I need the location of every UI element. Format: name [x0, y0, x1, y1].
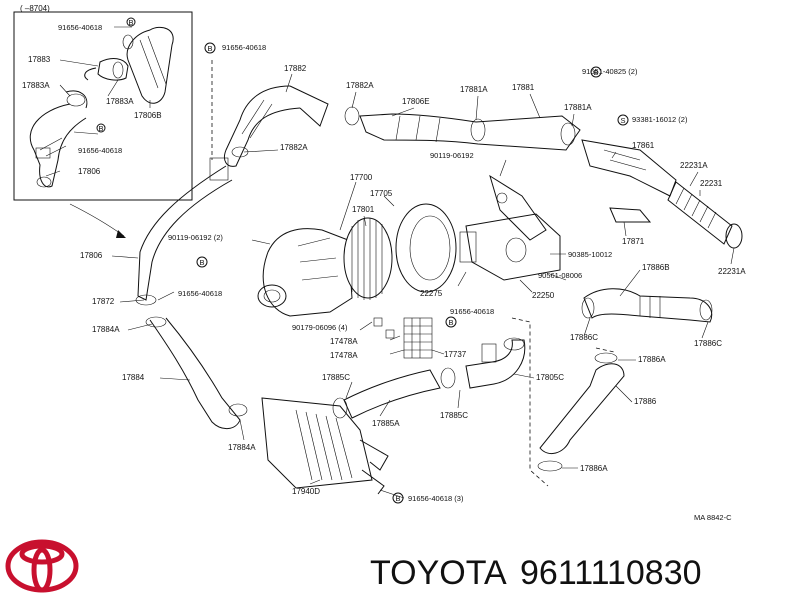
inset-label-17806: 17806 [78, 167, 101, 176]
bolt-marker: B [99, 124, 104, 133]
label-17886: 17886 [634, 397, 657, 406]
label-91656-40618-3: 91656-40618 (3) [408, 494, 464, 503]
label-17737: 17737 [444, 350, 467, 359]
inset-box: ( –8704) 91656-40618 17883 17883A 17883A… [13, 4, 193, 201]
brand-name: TOYOTA [370, 554, 507, 592]
svg-text:B: B [200, 258, 205, 267]
label-17806: 17806 [80, 251, 103, 260]
svg-text:B: B [99, 124, 104, 133]
bolt-markers: B B B B S B B B [99, 18, 629, 504]
label-17801: 17801 [352, 205, 375, 214]
label-17886B: 17886B [642, 263, 670, 272]
inset-label-17806B: 17806B [134, 111, 162, 120]
label-17886A-bottom: 17886A [580, 464, 608, 473]
label-90119-06192: 90119-06192 [430, 151, 474, 160]
label-17700: 17700 [350, 173, 373, 182]
label-17885C: 17885C [322, 373, 350, 382]
label-17884: 17884 [122, 373, 145, 382]
catalog-code: MA 8842-C [694, 513, 732, 522]
svg-text:B: B [449, 318, 454, 327]
main-drawing [135, 60, 743, 495]
svg-text:B: B [129, 18, 134, 27]
inset-heading: ( –8704) [20, 4, 50, 13]
label-91656-40618-b: 91656-40618 [178, 289, 222, 298]
label-17886C-right: 17886C [694, 339, 722, 348]
label-17881: 17881 [512, 83, 535, 92]
bolt-marker: B [129, 18, 134, 27]
label-17805C: 17805C [536, 373, 564, 382]
bolt-marker: S [617, 114, 629, 126]
svg-text:B: B [594, 68, 599, 77]
label-17940D: 17940D [292, 487, 320, 496]
leader-lines [111, 73, 735, 499]
label-17478A-b: 17478A [330, 351, 358, 360]
inset-label-17883A-a: 17883A [22, 81, 50, 90]
label-22250: 22250 [532, 291, 555, 300]
inset-label-17883A-b: 17883A [106, 97, 134, 106]
label-17882A-mid: 17882A [280, 143, 308, 152]
label-22231A-bottom: 22231A [718, 267, 746, 276]
label-17885A: 17885A [372, 419, 400, 428]
label-90561-08006: 90561-08006 [538, 271, 582, 280]
part-labels: 91656-40618 17882 17882A 17806E 17881A 1… [80, 43, 746, 522]
label-17884A: 17884A [92, 325, 120, 334]
svg-text:B: B [396, 494, 401, 503]
inset-label-91656-40618-b: 91656-40618 [78, 146, 122, 155]
label-17872: 17872 [92, 297, 115, 306]
inset-hose-drawing [29, 26, 174, 188]
label-17806E: 17806E [402, 97, 430, 106]
label-91656-40618-c: 91656-40618 [450, 307, 494, 316]
label-17884A-bottom: 17884A [228, 443, 256, 452]
svg-text:B: B [208, 44, 213, 53]
label-93381-16012: 93381-16012 (2) [632, 115, 688, 124]
bolt-marker: B [204, 42, 216, 54]
label-17881A: 17881A [460, 85, 488, 94]
inset-label-91656-40618-a: 91656-40618 [58, 23, 102, 32]
svg-text:S: S [621, 116, 626, 125]
label-17705: 17705 [370, 189, 393, 198]
label-17861: 17861 [632, 141, 655, 150]
label-90179-06096: 90179-06096 (4) [292, 323, 348, 332]
label-22231: 22231 [700, 179, 723, 188]
label-17881A-b: 17881A [564, 103, 592, 112]
bolt-marker: B [445, 316, 457, 328]
inset-frame [13, 11, 193, 201]
label-90385-10012: 90385-10012 [568, 250, 612, 259]
label-22231A: 22231A [680, 161, 708, 170]
toyota-logo-icon [5, 539, 79, 593]
bolt-marker: B [590, 66, 602, 78]
bolt-marker: B [196, 256, 208, 268]
label-17882: 17882 [284, 64, 307, 73]
label-91656-40618: 91656-40618 [222, 43, 266, 52]
bolt-marker: B [392, 492, 404, 504]
label-22275: 22275 [420, 289, 443, 298]
inset-label-17883: 17883 [28, 55, 51, 64]
label-17478A: 17478A [330, 337, 358, 346]
label-17871: 17871 [622, 237, 645, 246]
label-90119-06192-2: 90119-06192 (2) [168, 233, 223, 242]
inset-arrow [69, 203, 125, 237]
label-17882A: 17882A [346, 81, 374, 90]
label-91651-40825: 91651-40825 (2) [582, 67, 638, 76]
label-17886A: 17886A [638, 355, 666, 364]
part-number: 9611110830 [520, 554, 702, 592]
label-17885C-bottom: 17885C [440, 411, 468, 420]
label-17886C: 17886C [570, 333, 598, 342]
